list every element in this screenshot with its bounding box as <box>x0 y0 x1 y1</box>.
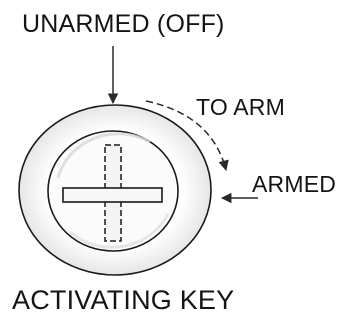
to-arm-label: TO ARM <box>196 94 285 120</box>
horizontal-slot <box>62 187 163 203</box>
armed-label: ARMED <box>252 171 337 197</box>
activating-key-caption: ACTIVATING KEY <box>12 285 235 315</box>
unarmed-off-label: UNARMED (OFF) <box>22 10 225 38</box>
curved-arrow-icon <box>145 100 229 172</box>
cross-slot-icon <box>62 144 163 242</box>
